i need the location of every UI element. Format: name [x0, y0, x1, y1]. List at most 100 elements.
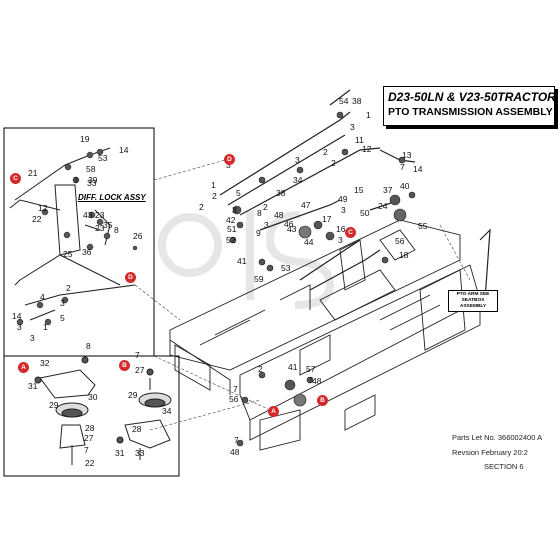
part-number: 2: [199, 202, 204, 212]
badge-d: D: [125, 272, 136, 283]
bracket-a-drawing: [34, 356, 96, 465]
part-number: 56: [229, 394, 239, 404]
part-number: 23: [95, 223, 105, 233]
badge-c: C: [345, 227, 356, 238]
revision-date: Revsion February 20:2: [452, 448, 528, 457]
part-number: 7: [233, 384, 238, 394]
part-number: 13: [402, 150, 412, 160]
part-number-labels: 54 38 1 3 2 11 12 13 7 14 3 2 34 15 50 3…: [199, 96, 428, 284]
part-number: 54: [339, 96, 349, 106]
part-number: 44: [304, 237, 314, 247]
bracket-b-drawing: [116, 368, 172, 460]
bracket-b-labels: 8 7 27 29 34 28 31 33: [86, 341, 172, 458]
part-number: 34: [162, 406, 172, 416]
part-number: 29: [128, 390, 138, 400]
part-number: 3: [338, 235, 343, 245]
part-number: 7: [234, 435, 239, 445]
part-number: 31: [28, 381, 38, 391]
part-number: 37: [383, 185, 393, 195]
part-number: 12: [38, 203, 48, 213]
part-number: 14: [413, 164, 423, 174]
part-number: 40: [400, 181, 410, 191]
part-number: 50: [360, 208, 370, 218]
part-number: 27: [84, 433, 94, 443]
part-number: 41: [288, 362, 298, 372]
section-label: SECTION 6: [484, 462, 524, 471]
part-number: 2: [263, 202, 268, 212]
part-number: 1: [366, 110, 371, 120]
badge-a: A: [18, 362, 29, 373]
model-title: D23-50LN & V23-50TRACTOR: [388, 90, 556, 104]
part-number: 4: [40, 292, 45, 302]
part-number: 42: [226, 215, 236, 225]
part-number: 48: [230, 447, 240, 457]
part-number: 3: [30, 333, 35, 343]
part-number: 9: [256, 228, 261, 238]
part-number: 32: [40, 358, 50, 368]
part-number: 23: [95, 210, 105, 220]
part-number: 33: [87, 178, 97, 188]
part-glyphs: [229, 111, 416, 447]
part-number: 3: [341, 205, 346, 215]
part-number: 38: [352, 96, 362, 106]
part-number: 24: [378, 201, 388, 211]
part-number: 28: [85, 423, 95, 433]
part-number: 5: [236, 188, 241, 198]
linkage-rods: [219, 89, 491, 306]
badge-d: D: [224, 154, 235, 165]
part-number: 7: [400, 162, 405, 172]
part-number: 5: [60, 313, 65, 323]
badge-a: A: [268, 406, 279, 417]
part-number: 2: [66, 283, 71, 293]
part-number: 55: [418, 221, 428, 231]
part-number: 46: [284, 219, 294, 229]
part-number: 27: [135, 365, 145, 375]
part-number: 34: [293, 175, 303, 185]
part-number: 47: [301, 200, 311, 210]
part-number: 48: [312, 376, 322, 386]
part-number: 22: [85, 458, 95, 468]
pto-arm-note: PTO ARM SEE SEATBOX ASSEMBLY: [448, 290, 498, 312]
part-number: 53: [281, 263, 291, 273]
part-number: 31: [115, 448, 125, 458]
part-number: 3: [295, 155, 300, 165]
part-number: 2: [212, 191, 217, 201]
part-number: 3: [226, 160, 231, 170]
part-number: 59: [254, 274, 264, 284]
part-number: 41: [237, 256, 247, 266]
tractor-frame: [169, 219, 481, 451]
part-number: 14: [12, 311, 22, 321]
title-box: [383, 86, 555, 126]
part-number: 3: [73, 175, 78, 185]
part-number: 3: [232, 205, 237, 215]
part-number: 17: [322, 214, 332, 224]
part-number: 43: [83, 210, 93, 220]
bracket-a-labels: 32 31 29 30 28 27 7 22: [28, 358, 98, 468]
part-number: 28: [132, 424, 142, 434]
watermark-logo: [158, 210, 335, 309]
part-number: 11: [355, 135, 364, 145]
part-number: 35: [103, 220, 113, 230]
part-number: 52: [226, 235, 236, 245]
part-number: 39: [88, 175, 98, 185]
part-number: 7: [135, 350, 140, 360]
part-number: 58: [86, 164, 96, 174]
lower-labels: 57 7 48 2 56 7 41 7 48: [229, 362, 322, 457]
part-number: 7: [308, 375, 313, 385]
badge-c: C: [10, 173, 21, 184]
part-number: 8: [257, 208, 262, 218]
reference-lines: [134, 159, 471, 431]
part-number: 3: [350, 122, 355, 132]
assembly-title: PTO TRANSMISSION ASSEMBLY: [388, 106, 553, 118]
part-number: 14: [119, 145, 129, 155]
part-number: 26: [133, 231, 143, 241]
part-number: 38: [276, 188, 286, 198]
part-number: 2: [258, 364, 263, 374]
badge-b: B: [317, 395, 328, 406]
badge-b: B: [119, 360, 130, 371]
part-number: 57: [306, 364, 316, 374]
diff-lock-glyphs: [16, 148, 138, 326]
part-number: 53: [98, 153, 108, 163]
part-number: 1: [211, 180, 216, 190]
